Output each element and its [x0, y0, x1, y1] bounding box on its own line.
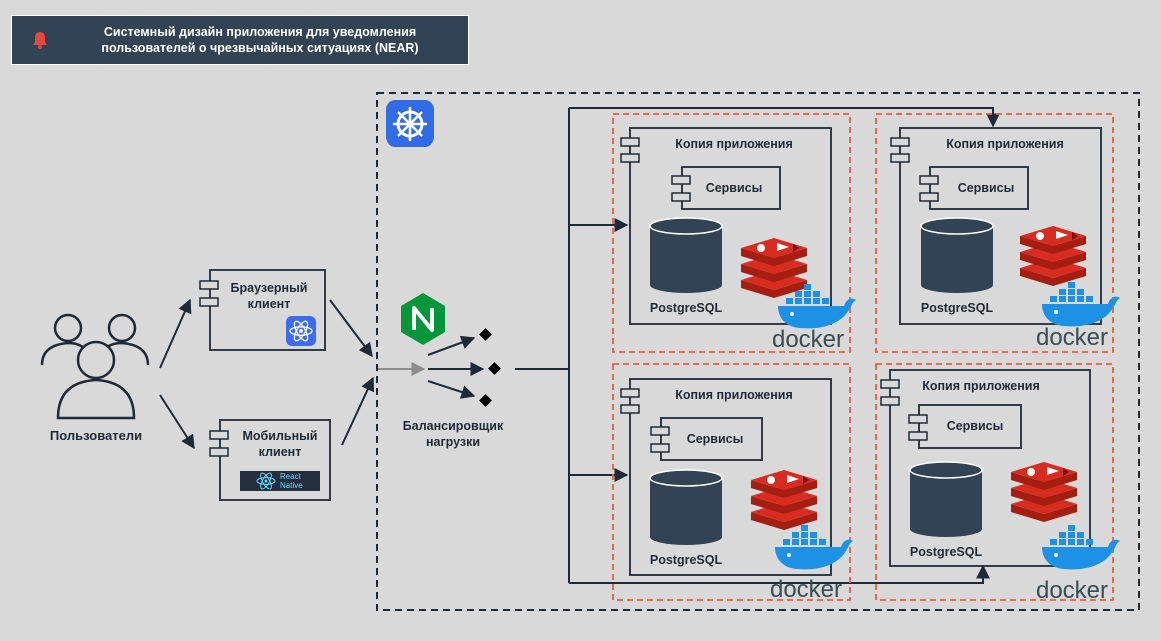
- replica-2-db: PostgreSQL: [921, 301, 994, 315]
- react-native-label-1: React: [280, 472, 302, 481]
- kubernetes-cluster-boundary: [376, 92, 1140, 611]
- mobile-client-label-2: клиент: [259, 445, 302, 459]
- arrow-browser-to-lb: [329, 299, 373, 358]
- app-replica-2: [875, 113, 1120, 353]
- browser-client-label-2: клиент: [248, 297, 291, 311]
- replica-1-docker-label: docker: [772, 326, 844, 353]
- replica-4-services: Сервисы: [947, 419, 1004, 433]
- mobile-client-label-1: Мобильный: [243, 429, 318, 443]
- bell-icon: [33, 32, 47, 49]
- replica-2-docker-label: docker: [1036, 324, 1108, 351]
- replica-3-db: PostgreSQL: [650, 553, 723, 567]
- replica-1-title: Копия приложения: [675, 137, 793, 151]
- react-native-label-2: Native: [280, 481, 303, 490]
- react-native-badge: [240, 471, 320, 491]
- replica-4-title: Копия приложения: [922, 379, 1040, 393]
- arrow-users-to-mobile: [159, 394, 195, 450]
- replica-3-docker-label: docker: [770, 576, 842, 603]
- arrow-users-to-browser: [159, 298, 192, 369]
- load-balancer-label-2: нагрузки: [426, 435, 480, 449]
- replica-3-services: Сервисы: [687, 432, 744, 446]
- app-replica-4: [875, 363, 1120, 601]
- replica-2-services: Сервисы: [958, 181, 1015, 195]
- app-replica-1: [612, 113, 856, 353]
- load-balancer-icon: [427, 328, 501, 407]
- routing-lines: [515, 107, 1000, 584]
- diagram-title: Системный дизайн приложения для уведомле…: [60, 24, 460, 56]
- kubernetes-icon: [386, 100, 434, 147]
- app-replica-3: [612, 363, 853, 601]
- replica-1-services: Сервисы: [706, 181, 763, 195]
- users-label: Пользователи: [50, 428, 142, 443]
- title-line-1: Системный дизайн приложения для уведомле…: [103, 25, 417, 39]
- replica-1-db: PostgreSQL: [650, 301, 723, 315]
- mobile-client-component: [209, 419, 331, 501]
- load-balancer-label-1: Балансировщик: [403, 419, 504, 433]
- browser-client-component: [199, 269, 326, 351]
- title-line-2: пользователей о чрезвычайных ситуациях (…: [101, 41, 419, 55]
- replica-4-docker-label: docker: [1036, 577, 1108, 604]
- title-bar: Системный дизайн приложения для уведомле…: [11, 15, 469, 65]
- browser-client-label-1: Браузерный: [231, 281, 308, 295]
- replica-3-title: Копия приложения: [675, 388, 793, 402]
- arrow-mobile-to-lb: [341, 376, 375, 446]
- replica-4-db: PostgreSQL: [910, 545, 983, 559]
- users-icon: [40, 313, 150, 420]
- nginx-icon: [401, 293, 445, 345]
- react-icon: [286, 316, 316, 346]
- replica-2-title: Копия приложения: [946, 137, 1064, 151]
